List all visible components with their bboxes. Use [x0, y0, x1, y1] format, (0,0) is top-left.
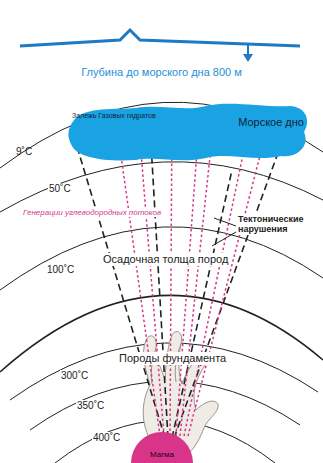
isotherm-line — [0, 227, 323, 290]
isotherms — [0, 102, 323, 463]
magma-chamber-outline — [131, 432, 193, 463]
temperature-label: 100˚С — [46, 264, 75, 276]
temperature-label: 300˚С — [60, 370, 89, 382]
flow-label: Генерации углеводородных потоков — [22, 208, 162, 217]
layer-label: Породы фундамента — [118, 352, 227, 365]
depth-arrowhead — [243, 54, 253, 62]
seabed-blob-outline — [68, 104, 307, 161]
temperature-label: 9˚С — [16, 146, 32, 158]
seabed-text: Морское дно — [238, 116, 304, 128]
hydrate-deposit-text: Залежь Газовых гидратов — [72, 112, 182, 120]
seabed-blob: Залежь Газовых гидратовМорское дно — [66, 102, 310, 164]
tectonic-faults — [72, 126, 282, 438]
magma-chamber: Магма — [131, 432, 193, 463]
temperature-label: 350˚С — [76, 400, 105, 412]
isotherm-line — [0, 162, 323, 212]
magma-text: Магма — [150, 451, 174, 460]
isotherm-line — [0, 102, 323, 168]
layer-label: Осадочная толща пород — [102, 253, 229, 266]
depth-note: Глубина до морского дна 800 м — [81, 66, 242, 79]
temperature-label: 400˚С — [92, 432, 121, 444]
leader-lines — [212, 218, 236, 246]
sea-surface — [20, 30, 300, 46]
seabed-blob-shape — [66, 102, 310, 164]
fault-label: Тектонические нарушения — [238, 214, 320, 235]
temperature-label: 50˚С — [48, 183, 72, 195]
